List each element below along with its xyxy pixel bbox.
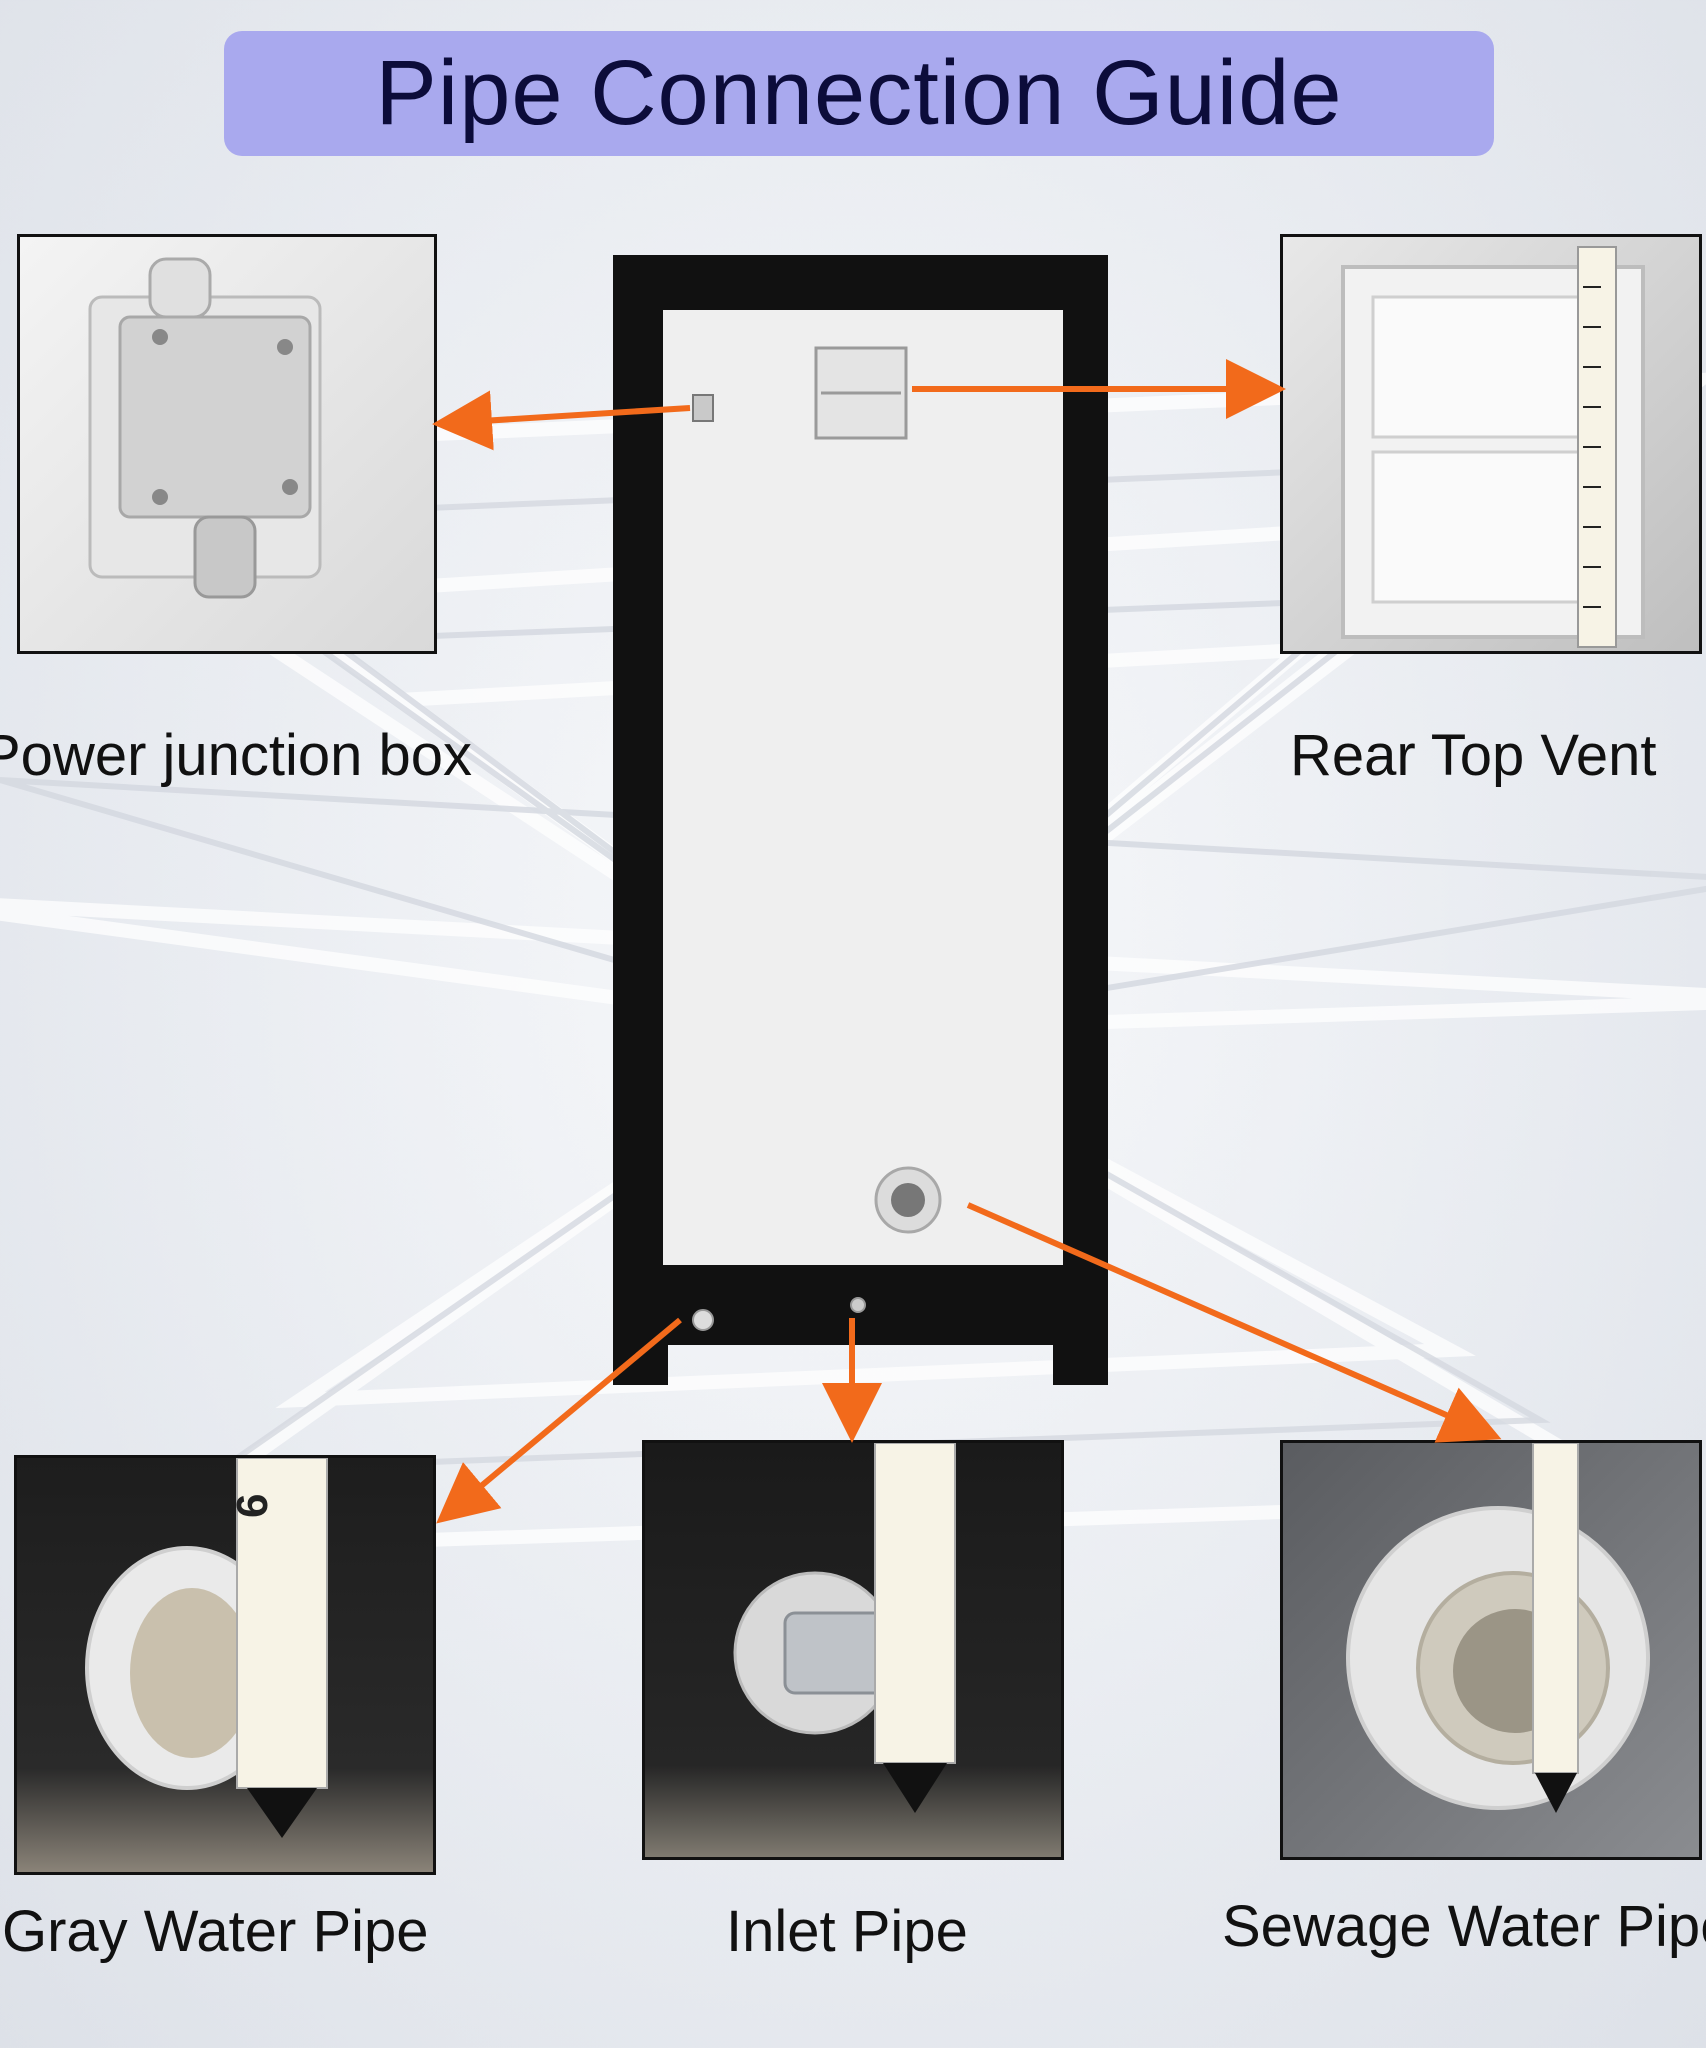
sewage-pipe-photo [1280, 1440, 1702, 1860]
svg-text:6: 6 [228, 1494, 277, 1518]
title-banner: Pipe Connection Guide [224, 31, 1494, 156]
vent-photo [1280, 234, 1702, 654]
cabinet-unit [613, 255, 1108, 1385]
junction-box-photo [17, 234, 437, 654]
label-gray-water-pipe: Gray Water Pipe [2, 1899, 429, 1964]
label-power-junction-box: Power junction box [0, 723, 473, 788]
label-sewage-water-pipe: Sewage Water Pipe [1222, 1894, 1706, 1959]
gray-pipe-photo: 6 [14, 1455, 436, 1875]
inlet-pipe-photo [642, 1440, 1064, 1860]
label-rear-top-vent: Rear Top Vent [1290, 723, 1657, 788]
page-title: Pipe Connection Guide [375, 42, 1343, 144]
label-inlet-pipe: Inlet Pipe [726, 1899, 968, 1964]
